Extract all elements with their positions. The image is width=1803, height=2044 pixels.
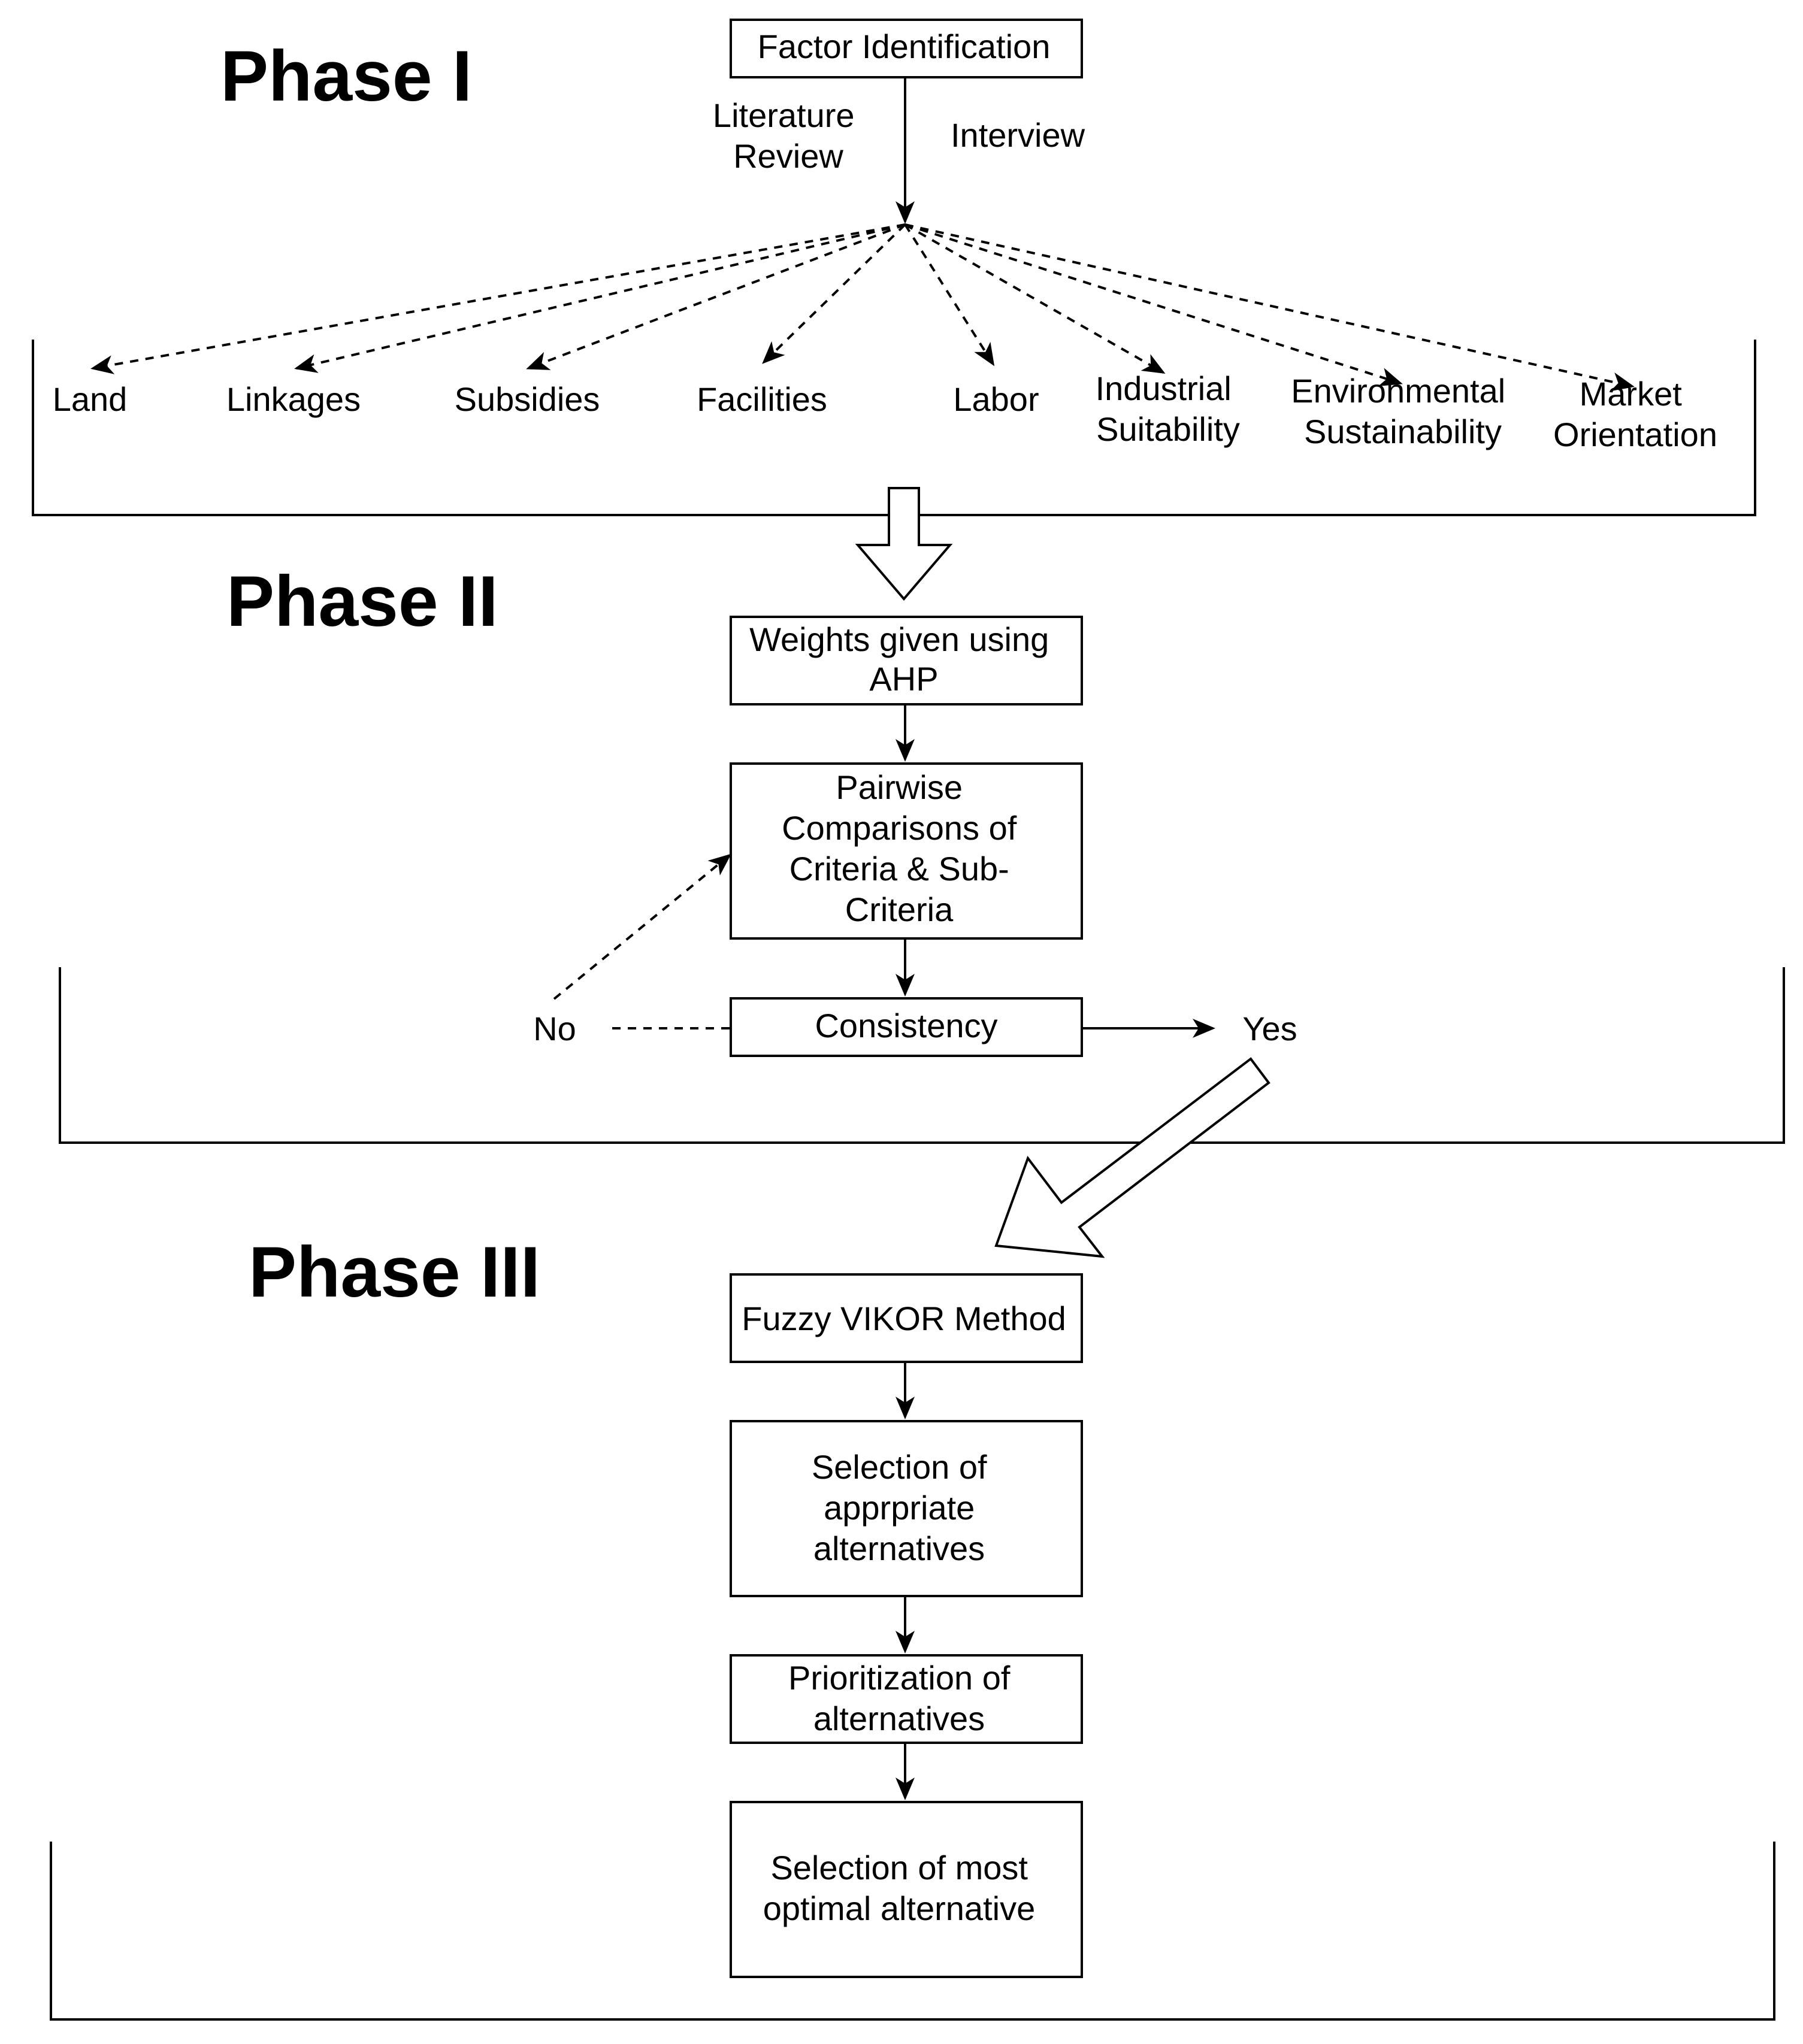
weights-ahp-node: Weights given using AHP [730,616,1083,705]
arrow-to-environmental [904,223,1403,386]
factor-identification-label: Factor Identification [758,28,1051,65]
no-label: No [533,1010,576,1047]
weights-ahp-label: Weights given using AHP [749,620,1058,698]
arrow-to-industrial [904,223,1166,374]
phase-3-title: Phase III [249,1232,540,1312]
phase-3-bracket [50,1842,1775,2021]
phase-1-to-2-hollow-arrow [855,487,953,601]
phase-2-title: Phase II [226,561,498,641]
factor-land: Land [53,380,128,418]
consistency-node: Consistency [730,997,1083,1057]
phase-2-bracket [59,967,1785,1144]
factor-environmental-sustainability: Environmental Sustainability [1291,372,1515,450]
phase-1-title: Phase I [220,36,472,116]
pairwise-comparisons-label: Pairwise Comparisons of Criteria & Sub- … [782,768,1026,928]
factor-linkages: Linkages [226,380,361,418]
arrow-to-facilities [762,223,906,364]
fuzzy-vikor-node: Fuzzy VIKOR Method [730,1273,1083,1363]
consistency-label: Consistency [815,1007,997,1044]
factor-identification-node: Factor Identification [730,19,1083,78]
literature-review-label: Literature Review [713,96,864,175]
pairwise-comparisons-node: Pairwise Comparisons of Criteria & Sub- … [730,762,1083,940]
arrow-to-land [90,223,906,374]
factor-industrial-suitability: Industrial Suitability [1096,370,1241,448]
arrow-to-subsidies [526,223,906,370]
fuzzy-vikor-label: Fuzzy VIKOR Method [742,1300,1066,1337]
arrow-to-labor [904,223,995,367]
no-to-pairwise-dashed-arrow [553,853,732,1000]
selection-appropriate-label: Selection of apprpriate alternatives [812,1448,996,1567]
factor-fan-arrows [90,223,1635,392]
yes-label: Yes [1242,1010,1297,1047]
interview-label: Interview [951,116,1085,154]
selection-optimal-label: Selection of most optimal alternative [763,1849,1037,1927]
selection-appropriate-node: Selection of apprpriate alternatives [730,1420,1083,1597]
factor-subsidies: Subsidies [455,380,600,418]
arrow-to-linkages [294,223,906,373]
factor-labor: Labor [953,380,1039,418]
factor-facilities: Facilities [697,380,827,418]
arrow-to-market [904,223,1635,392]
prioritization-label: Prioritization of alternatives [788,1659,1020,1737]
factor-market-orientation: Market Orientation [1553,375,1717,453]
selection-optimal-node: Selection of most optimal alternative [730,1801,1083,1978]
phase-2-to-3-hollow-arrow [994,1057,1270,1258]
prioritization-node: Prioritization of alternatives [730,1654,1083,1744]
